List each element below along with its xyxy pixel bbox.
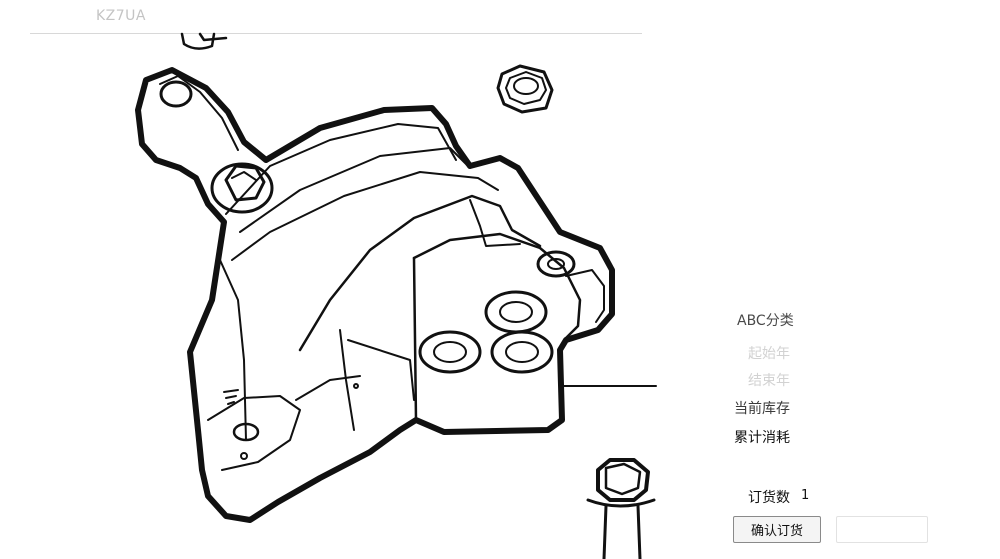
current-stock-label: 当前库存 [734,401,790,417]
secondary-button[interactable] [836,516,928,543]
abc-class-label: ABC分类 [737,313,794,329]
top-bolt-icon [180,32,228,50]
order-quantity-input[interactable] [797,485,845,505]
confirm-order-button[interactable]: 确认订货 [733,516,821,543]
start-year-label: 起始年 [748,346,790,362]
hex-nut-icon [496,64,554,114]
total-consumption-label: 累计消耗 [734,430,790,446]
end-year-label: 结束年 [748,373,790,389]
order-quantity-label: 订货数 [748,490,790,506]
title-divider [30,33,642,34]
mount-body [135,67,615,523]
face-holes [418,250,576,374]
flange-bolt-icon [586,458,656,559]
window-title: KZ7UA [96,8,147,24]
arm-hole [159,75,239,151]
bracket-bolt-icon [210,162,274,214]
lower-detail [223,383,359,460]
